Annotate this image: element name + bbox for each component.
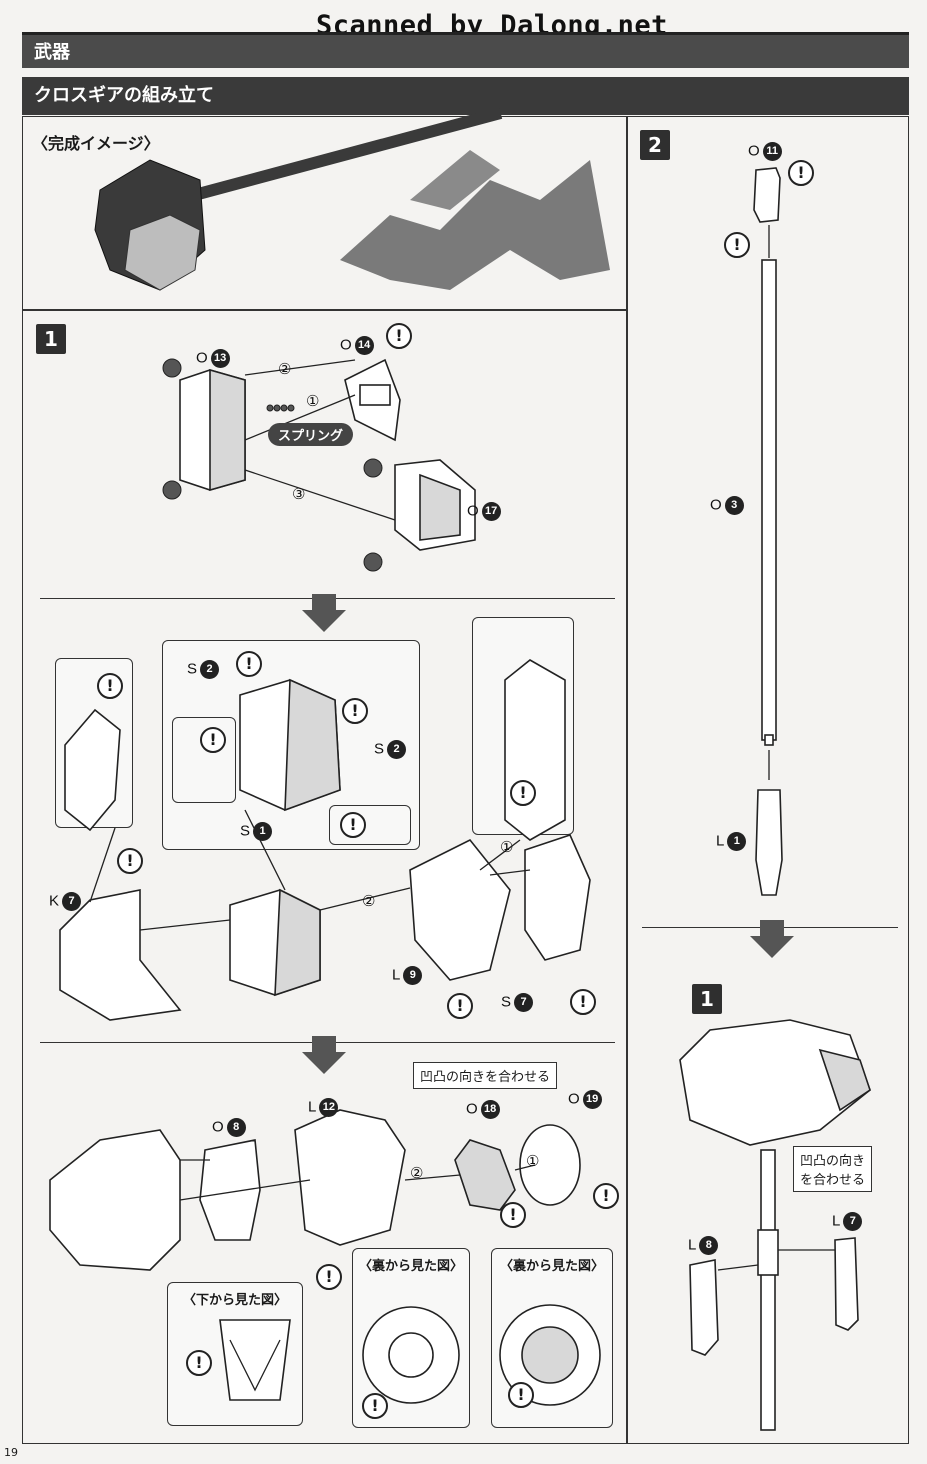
warning-icon: ! — [508, 1382, 534, 1408]
warning-icon: ! — [362, 1393, 388, 1419]
order-2b: ② — [362, 893, 376, 910]
view-back-title-1: 〈裏から見た図〉 — [358, 1259, 463, 1274]
warning-icon: ! — [724, 232, 750, 258]
warning-icon: ! — [200, 727, 226, 753]
warning-icon: ! — [316, 1264, 342, 1290]
warning-icon: ! — [117, 848, 143, 874]
section-header: 武器 — [22, 32, 909, 68]
warning-icon: ! — [500, 1202, 526, 1228]
step2-shaft-drawing — [753, 167, 783, 896]
step-1-badge: 1 — [36, 324, 66, 354]
order-1b: ① — [500, 839, 514, 856]
step1-middle-drawing — [59, 659, 591, 1021]
view-drawings — [219, 1304, 601, 1406]
warning-icon: ! — [386, 323, 412, 349]
down-arrow-icon — [302, 1036, 346, 1074]
warning-icon: ! — [97, 673, 123, 699]
step-2-badge: 2 — [640, 130, 670, 160]
view-back-title-2: 〈裏から見た図〉 — [499, 1259, 604, 1274]
order-1c: ① — [526, 1153, 540, 1170]
warning-icon: ! — [510, 780, 536, 806]
view-bottom-title: 〈下から見た図〉 — [182, 1293, 287, 1308]
preview-caption: 〈完成イメージ〉 — [32, 134, 160, 153]
align-note-box: 凹凸の向きを合わせる — [413, 1062, 558, 1089]
step-2-sub-badge: 1 — [692, 984, 722, 1014]
subsection-header: クロスギアの組み立て — [22, 77, 909, 115]
preview-panel — [22, 116, 627, 310]
step2-panel — [627, 116, 909, 1444]
warning-icon: ! — [340, 812, 366, 838]
order-3: ③ — [292, 486, 306, 503]
order-1: ① — [306, 393, 320, 410]
warning-icon: ! — [593, 1183, 619, 1209]
step1-bottom-drawing — [49, 1109, 581, 1271]
warning-icon: ! — [788, 160, 814, 186]
warning-icon: ! — [570, 989, 596, 1015]
down-arrow-icon — [302, 594, 346, 632]
warning-icon: ! — [186, 1350, 212, 1376]
down-arrow-icon — [750, 920, 794, 958]
warning-icon: ! — [236, 651, 262, 677]
align-note-step2: 凹凸の向き を合わせる — [793, 1146, 873, 1192]
step1-parts-drawing — [162, 358, 476, 572]
warning-icon: ! — [447, 993, 473, 1019]
page-number: 19 — [4, 1446, 18, 1459]
step1-panel — [22, 310, 627, 1444]
warning-icon: ! — [342, 698, 368, 724]
order-2c: ② — [410, 1165, 424, 1182]
spring-label: スプリング — [268, 423, 354, 446]
order-2: ② — [278, 361, 292, 378]
preview-illustration — [94, 107, 610, 291]
step2-assembly-drawing — [679, 1019, 871, 1431]
